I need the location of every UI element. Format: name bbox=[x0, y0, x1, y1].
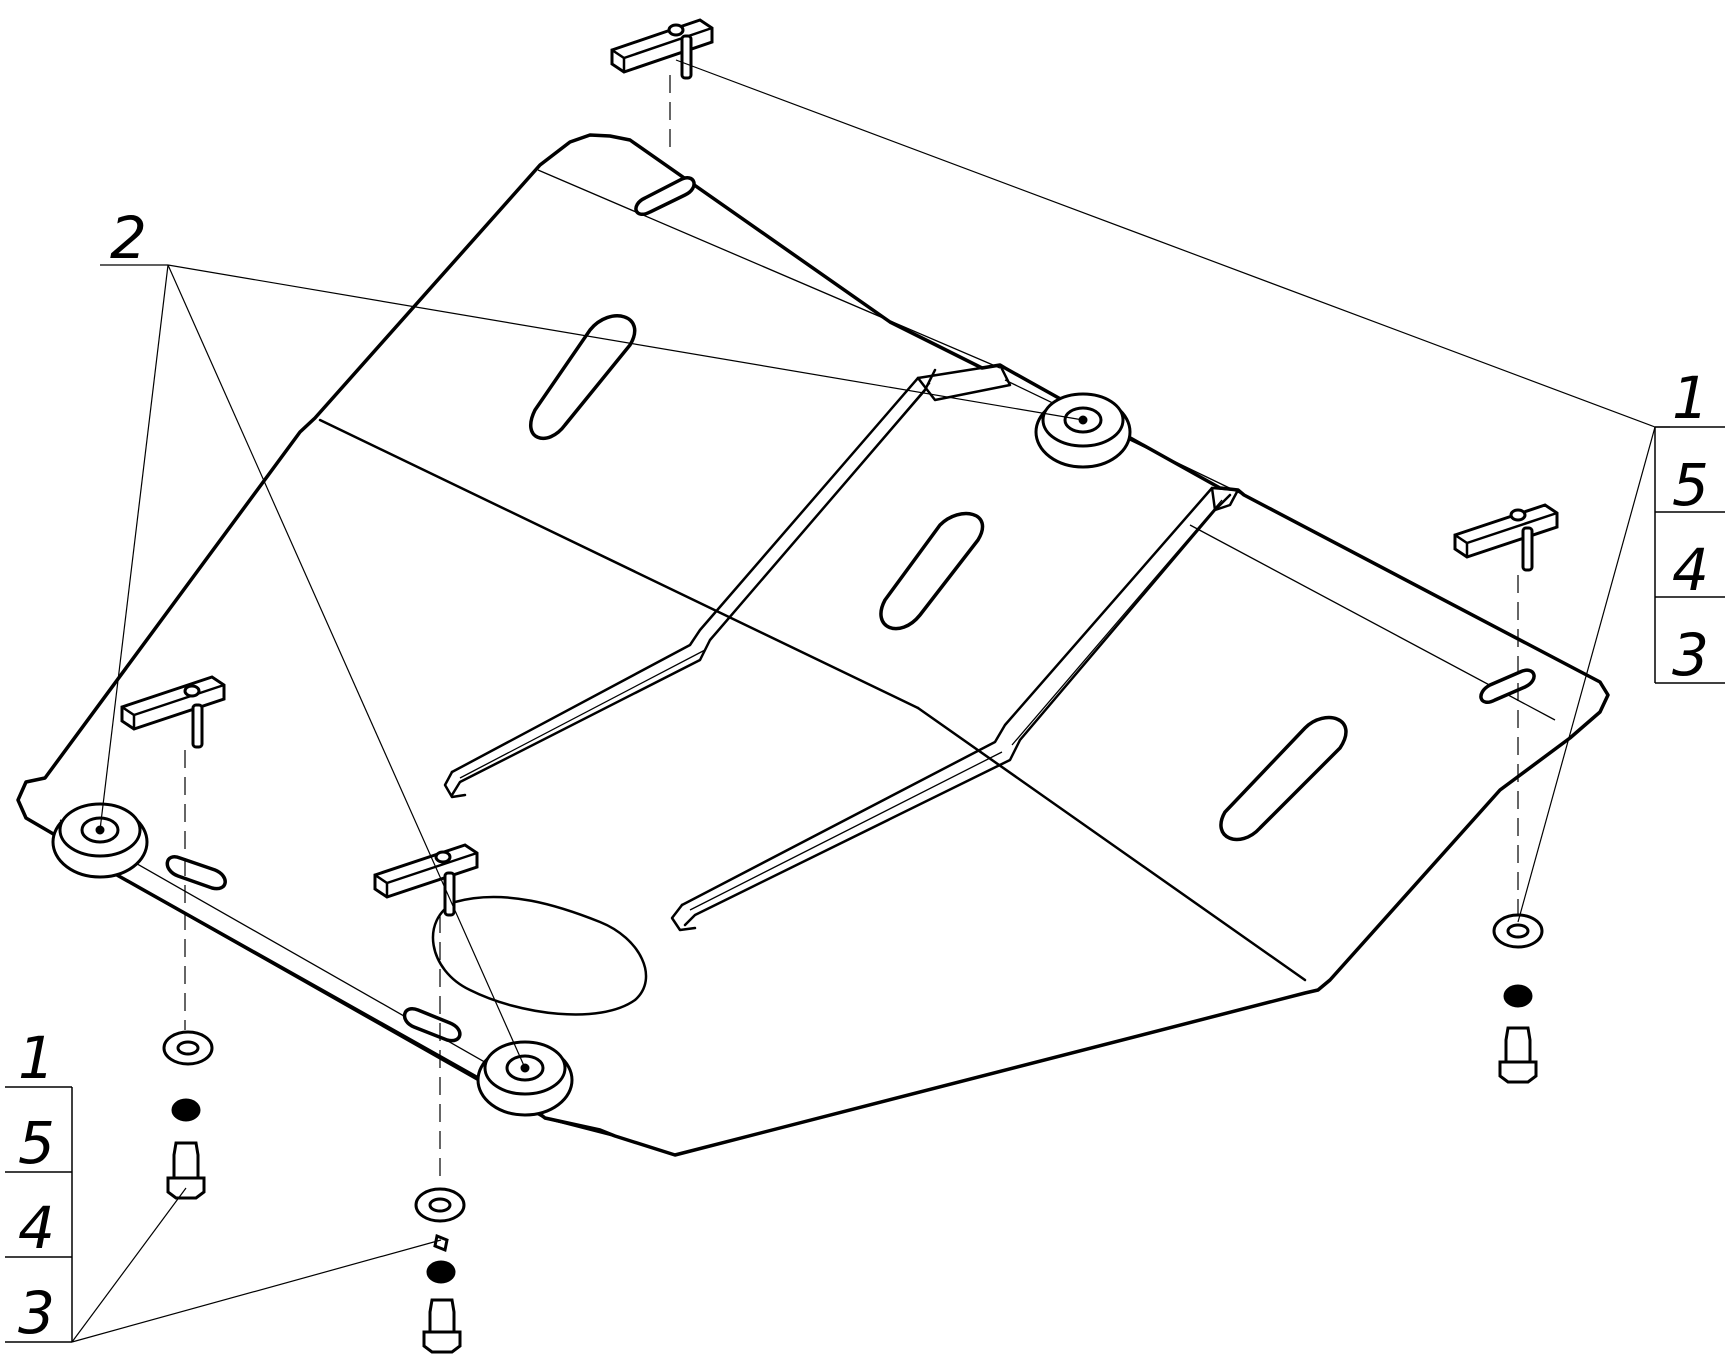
callout-stack-left: 1 5 4 3 bbox=[5, 1024, 73, 1347]
callout-left-5: 5 bbox=[18, 1109, 55, 1177]
callout-stack-right: 1 5 4 3 bbox=[1654, 364, 1725, 689]
fastener-set-center bbox=[414, 1187, 466, 1354]
clip-nut-left bbox=[120, 675, 226, 749]
lock-washer-left bbox=[171, 1098, 201, 1122]
callout-left-4: 4 bbox=[18, 1194, 55, 1262]
boss-rear-right bbox=[1034, 392, 1132, 469]
slot-front-left bbox=[165, 855, 227, 891]
clip-nut-center bbox=[373, 843, 479, 917]
assembly-axes bbox=[184, 75, 1519, 1180]
bolt-left bbox=[172, 1141, 200, 1180]
clip-nuts bbox=[120, 18, 1559, 917]
callout-part-2: 2 bbox=[110, 204, 147, 272]
slot-center bbox=[879, 511, 985, 631]
lock-washer-center bbox=[426, 1260, 456, 1284]
callout-right-1: 1 bbox=[1672, 364, 1709, 432]
bolt-right bbox=[1504, 1026, 1532, 1064]
slot-right-small bbox=[1479, 668, 1536, 704]
plate-slots bbox=[165, 176, 1536, 1043]
bolt-center bbox=[428, 1298, 456, 1334]
slot-front-mid bbox=[402, 1007, 462, 1043]
boss-front-left bbox=[51, 802, 149, 879]
callout-right-5: 5 bbox=[1672, 451, 1709, 519]
slot-upper-left bbox=[528, 314, 637, 441]
callout-right-3: 3 bbox=[1672, 621, 1709, 689]
skid-plate bbox=[16, 133, 1610, 1157]
leader-lines bbox=[71, 59, 1670, 1343]
callout-2: 2 bbox=[110, 204, 147, 272]
callout-left-1: 1 bbox=[18, 1024, 55, 1092]
callout-right-4: 4 bbox=[1672, 536, 1709, 604]
nut-center bbox=[433, 1233, 449, 1253]
fastener-set-right bbox=[1492, 913, 1544, 1084]
slot-rear-small bbox=[634, 176, 696, 216]
clip-nut-top bbox=[610, 18, 714, 80]
callout-left-3: 3 bbox=[18, 1279, 55, 1347]
fastener-set-left bbox=[162, 1030, 214, 1200]
clip-nut-right bbox=[1453, 503, 1559, 572]
lock-washer-right bbox=[1503, 984, 1533, 1008]
boss-front-mid bbox=[476, 1040, 574, 1117]
slot-right bbox=[1219, 715, 1348, 842]
